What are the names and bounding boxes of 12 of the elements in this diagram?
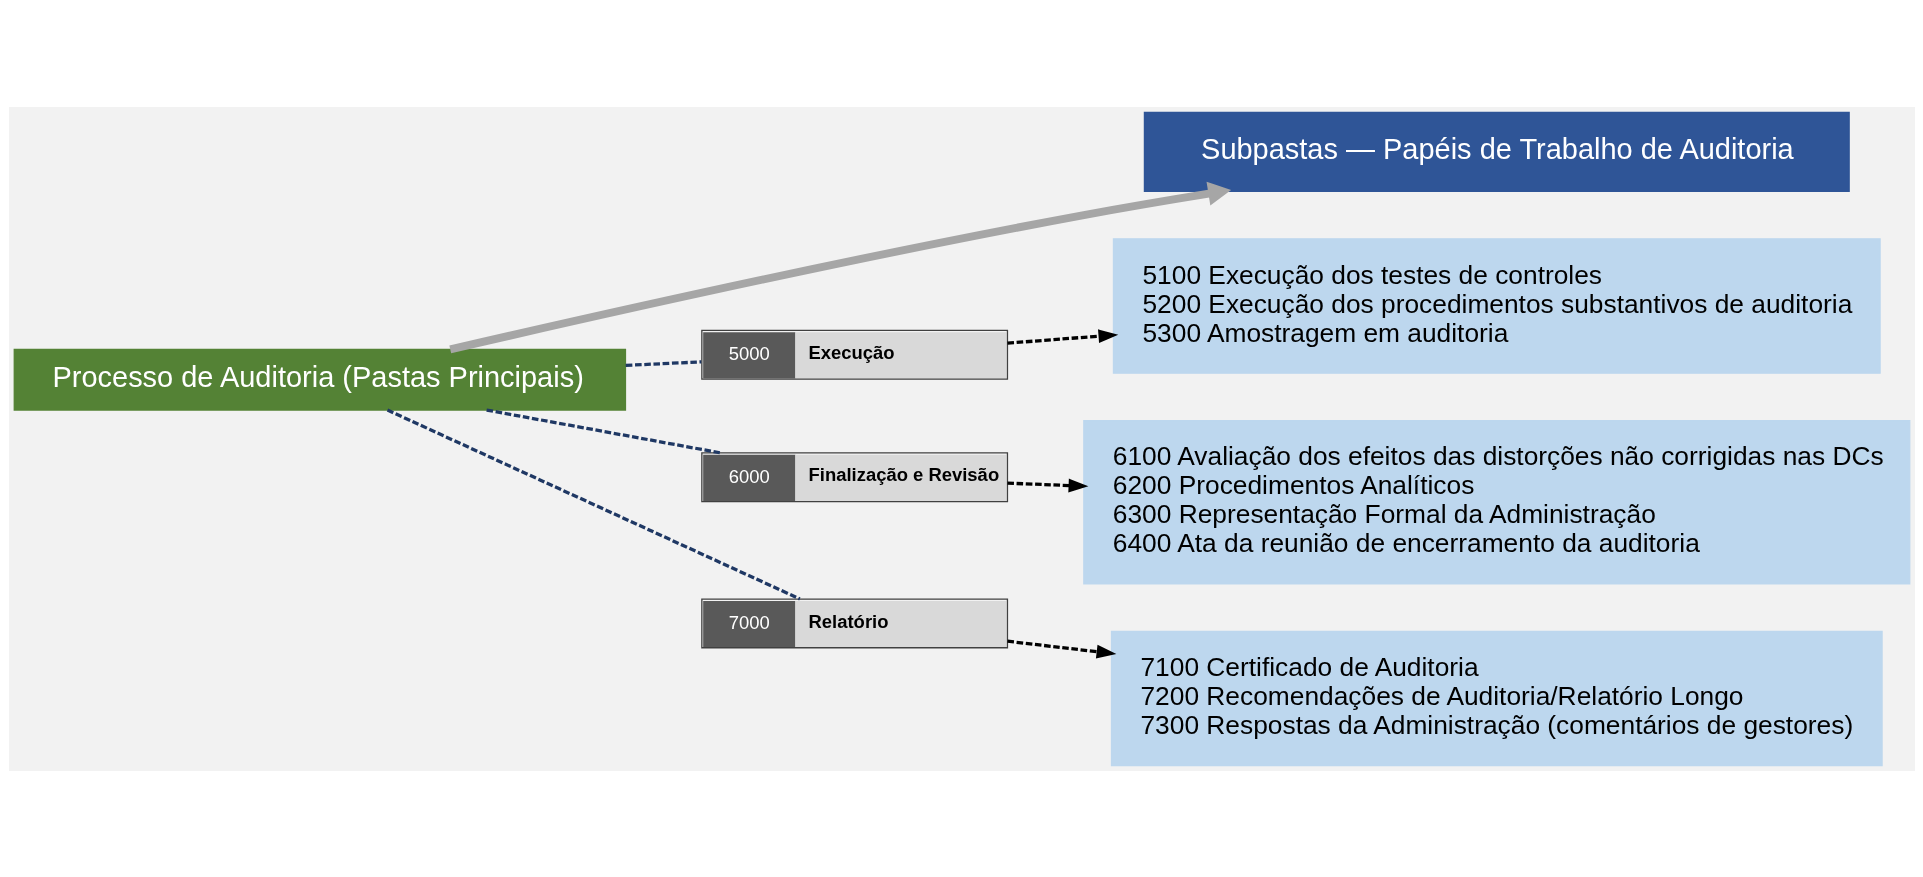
connector [625,359,701,367]
node-box: Processo de Auditoria (Pastas Principais) [13,348,626,411]
connector [485,407,720,454]
node-box: 5100 Execução dos testes de controles 5200 Execução dos procedimentos substantivos de auditoria 5300 Amostragem em auditoria [1112,237,1881,374]
arrow [1006,328,1118,345]
arrow [1006,639,1116,659]
arrow [448,181,1231,353]
connector [386,408,801,600]
node-box: Subpastas — Papéis de Trabalho de Auditoria [1143,111,1850,192]
node-box: 6100 Avaliação dos efeitos das distorções não corrigidas nas DCs 6200 Procedimentos Analíticos 6300 Representação Formal da Administração 6400 Ata da reunião de encerramento da auditoria [1082,419,1910,585]
node-box: 7100 Certificado de Auditoria 7200 Recomendações de Auditoria/Relatório Longo 7300 Respostas da Administração (comentários de gestores) [1110,630,1883,766]
arrow [1006,478,1088,492]
